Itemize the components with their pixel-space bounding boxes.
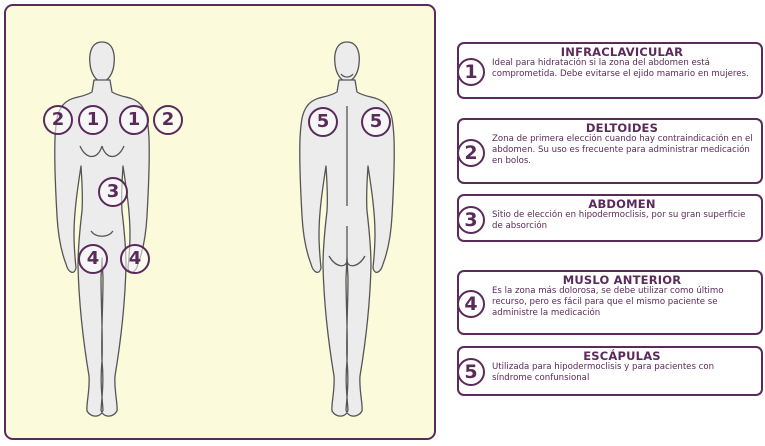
body-figure-panel: 2 1 1 2 3 4 4 5 5: [4, 4, 436, 440]
site-description: Es la zona más dolorosa, se debe utiliza…: [492, 286, 755, 319]
site-number-badge: 2: [457, 139, 485, 167]
site-card-muslo-anterior: 4 MUSLO ANTERIOR Es la zona más dolorosa…: [457, 270, 763, 335]
front-body-figure: [55, 42, 150, 416]
site-description: Sitio de elección en hipodermoclisis, po…: [492, 210, 755, 232]
back-body-figure: [300, 42, 395, 416]
marker-thigh-left: 4: [120, 244, 150, 274]
marker-thigh-right: 4: [78, 244, 108, 274]
site-card-escapulas: 5 ESCÁPULAS Utilizada para hipodermoclis…: [457, 346, 763, 396]
site-card-abdomen: 3 ABDOMEN Sitio de elección en hipodermo…: [457, 194, 763, 242]
site-number-badge: 1: [457, 58, 485, 86]
site-card-infraclavicular: 1 INFRACLAVICULAR Ideal para hidratación…: [457, 42, 763, 99]
site-title: ABDOMEN: [487, 197, 757, 211]
site-number-badge: 4: [457, 290, 485, 318]
site-card-deltoides: 2 DELTOIDES Zona de primera elección cua…: [457, 118, 763, 184]
site-title: INFRACLAVICULAR: [487, 45, 757, 59]
site-description: Utilizada para hipodermoclisis y para pa…: [492, 362, 755, 384]
site-title: ESCÁPULAS: [487, 349, 757, 363]
marker-infraclavicular-left: 1: [119, 105, 149, 135]
marker-abdomen: 3: [98, 177, 128, 207]
body-illustrations: [6, 6, 438, 442]
site-title: MUSLO ANTERIOR: [487, 273, 757, 287]
site-title: DELTOIDES: [487, 121, 757, 135]
marker-deltoid-right: 2: [43, 105, 73, 135]
site-number-badge: 5: [457, 358, 485, 386]
marker-scapula-right: 5: [361, 107, 391, 137]
marker-scapula-left: 5: [308, 107, 338, 137]
site-description: Ideal para hidratación si la zona del ab…: [492, 58, 755, 80]
site-number-badge: 3: [457, 206, 485, 234]
site-description: Zona de primera elección cuando hay cont…: [492, 134, 755, 167]
marker-infraclavicular-right: 1: [78, 105, 108, 135]
marker-deltoid-left: 2: [153, 105, 183, 135]
